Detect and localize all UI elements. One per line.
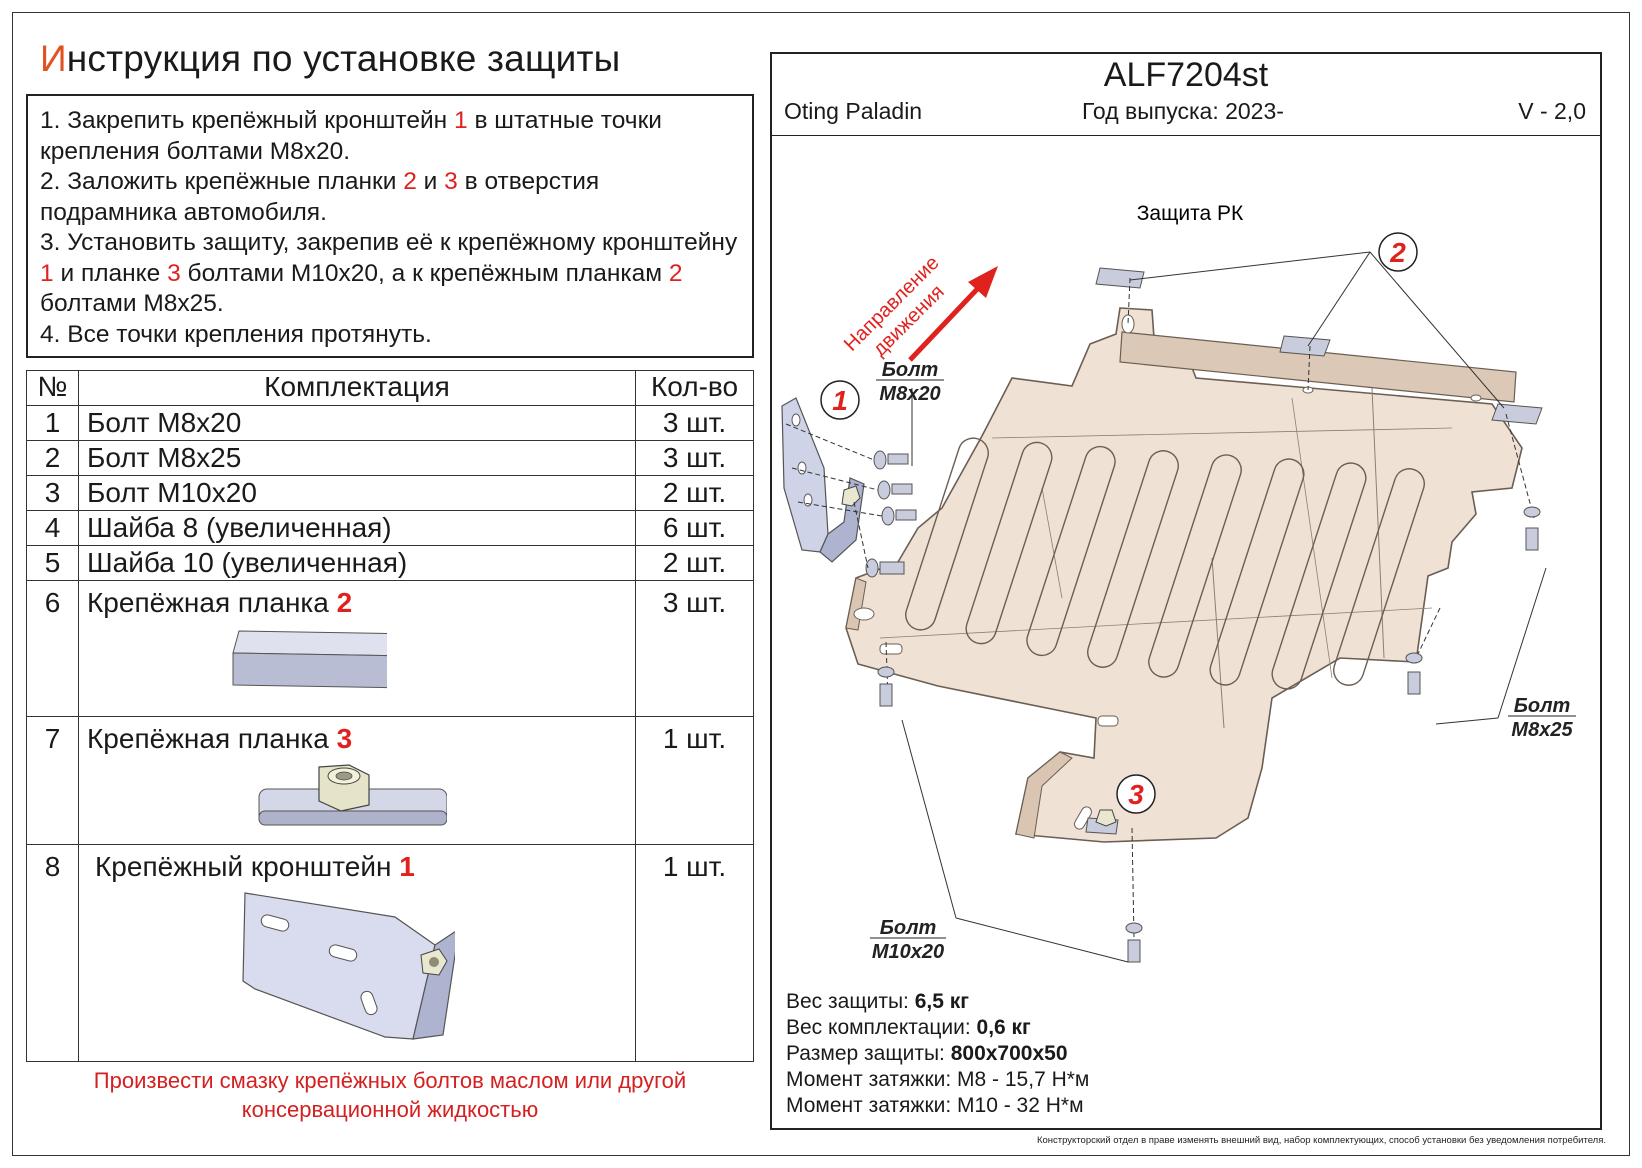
svg-text:1: 1 bbox=[832, 385, 848, 416]
callout-2: 2 bbox=[1378, 232, 1418, 272]
svg-text:Болт: Болт bbox=[880, 917, 937, 939]
specs-block: Вес защиты: 6,5 кг Вес комплектации: 0,6… bbox=[786, 989, 1089, 1119]
callout-1: 1 bbox=[820, 380, 860, 420]
plate-2 bbox=[1095, 267, 1543, 425]
spec-size: Размер защиты: 800х700х50 bbox=[786, 1042, 1068, 1065]
drawing-panel: ALF7204st Oting Paladin Год выпуска: 202… bbox=[770, 52, 1602, 1130]
direction-label: Направление движения bbox=[840, 252, 949, 361]
bolt-icon bbox=[877, 506, 1541, 963]
drawing-subtitle: Защита РК bbox=[1137, 202, 1244, 225]
plate-3 bbox=[1085, 809, 1119, 835]
col-header-num: № bbox=[26, 370, 79, 406]
table-row: 8 Крепёжный кронштейн 1 1 шт. bbox=[26, 844, 754, 1062]
table-row: 5 Шайба 10 (увеличенная) 2 шт. bbox=[26, 545, 754, 581]
disclaimer-text: Конструкторский отдел в праве изменять в… bbox=[1036, 1135, 1606, 1146]
spec-torque-m8: Момент затяжки: М8 - 15,7 Н*м bbox=[786, 1068, 1090, 1091]
plate-2-image bbox=[232, 630, 387, 689]
table-row: 7 Крепёжная планка 3 1 шт. bbox=[26, 716, 754, 845]
instruction-step-3: 3. Установить защиту, закрепив её к креп… bbox=[40, 229, 738, 317]
model-year: Год выпуска: 2023- bbox=[1082, 98, 1284, 124]
lubrication-note: Произвести смазку крепёжных болтов масло… bbox=[93, 1068, 687, 1122]
svg-text:Болт: Болт bbox=[882, 359, 939, 381]
label-bolt-m10x20: Болт М10х20 bbox=[870, 917, 946, 963]
spec-torque-m10: Момент затяжки: М10 - 32 Н*м bbox=[786, 1094, 1084, 1117]
plate-3-image bbox=[258, 764, 447, 826]
svg-text:М8х25: М8х25 bbox=[1511, 719, 1573, 741]
instructions-box: 1. Закрепить крепёжный кронштейн 1 в шта… bbox=[26, 94, 754, 358]
callout-3: 3 bbox=[1116, 774, 1156, 814]
svg-text:3: 3 bbox=[1128, 779, 1144, 810]
assembly-drawing: Защита РК Направление движения bbox=[781, 202, 1576, 963]
bolt-icon bbox=[865, 450, 917, 578]
bracket-1-image bbox=[242, 892, 455, 1040]
instruction-step-2: 2. Заложить крепёжные планки 2 и 3 в отв… bbox=[40, 168, 600, 226]
spec-kit-weight: Вес комплектации: 0,6 кг bbox=[786, 1016, 1031, 1039]
svg-text:Болт: Болт bbox=[1514, 695, 1571, 717]
instruction-step-4: 4. Все точки крепления протянуть. bbox=[40, 320, 432, 348]
svg-text:М8х20: М8х20 bbox=[879, 383, 940, 405]
parts-table: № Комплектация Кол-во 1 Болт М8х20 3 шт.… bbox=[26, 370, 754, 1062]
engine-version: V - 2,0 bbox=[1518, 98, 1586, 124]
spec-weight: Вес защиты: 6,5 кг bbox=[786, 990, 970, 1013]
table-row: 2 Болт М8х25 3 шт. bbox=[26, 440, 754, 476]
skid-plate bbox=[845, 307, 1523, 843]
label-bolt-m8x25: Болт М8х25 bbox=[1508, 695, 1576, 741]
car-model: Oting Paladin bbox=[784, 98, 923, 124]
bracket-1 bbox=[781, 397, 865, 563]
drawing-header: ALF7204st Oting Paladin Год выпуска: 202… bbox=[772, 54, 1600, 136]
page-frame bbox=[12, 12, 1630, 1156]
svg-text:М10х20: М10х20 bbox=[872, 941, 944, 963]
table-row: 4 Шайба 8 (увеличенная) 6 шт. bbox=[26, 510, 754, 546]
label-bolt-m8x20: Болт М8х20 bbox=[876, 359, 944, 405]
table-row: 6 Крепёжная планка 2 3 шт. bbox=[26, 580, 754, 717]
model-code: ALF7204st bbox=[1103, 56, 1269, 94]
direction-arrow-icon bbox=[908, 266, 998, 362]
col-header-qty: Кол-во bbox=[635, 370, 754, 406]
col-header-name: Комплектация bbox=[78, 370, 636, 406]
instruction-step-1: 1. Закрепить крепёжный кронштейн 1 в шта… bbox=[40, 107, 662, 165]
svg-text:2: 2 bbox=[1389, 237, 1406, 268]
page-title: Инструкция по установке защиты bbox=[40, 38, 621, 79]
table-row: 3 Болт М10х20 2 шт. bbox=[26, 475, 754, 511]
table-row: 1 Болт М8х20 3 шт. bbox=[26, 405, 754, 441]
